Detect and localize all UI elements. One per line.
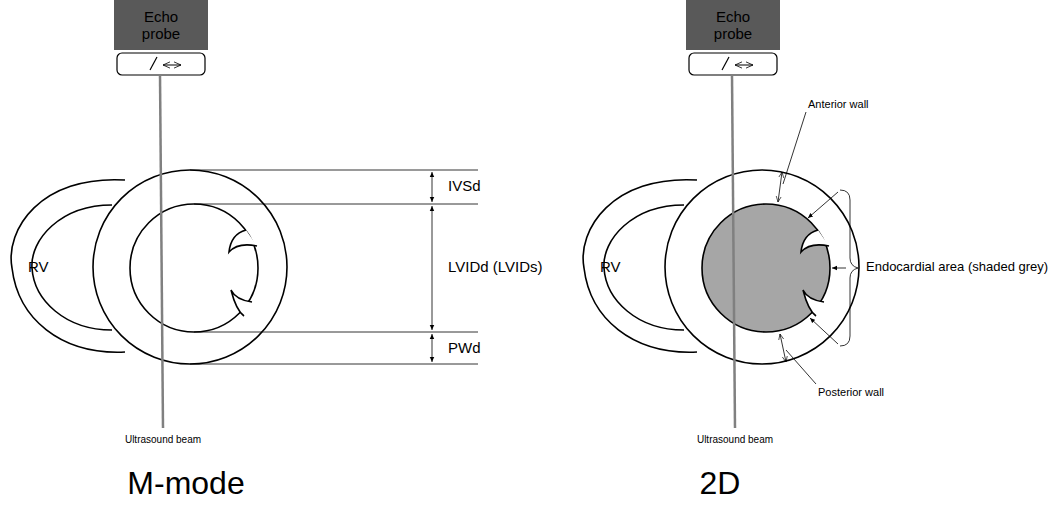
panel-title: 2D bbox=[700, 466, 741, 501]
beam-label: Ultrasound beam bbox=[697, 434, 773, 445]
dimension-label: IVSd bbox=[448, 178, 481, 195]
panel-title: M-mode bbox=[127, 466, 244, 501]
probe-label: Echo probe bbox=[686, 8, 780, 43]
mmode-heart bbox=[11, 53, 478, 428]
dimension-label: LVIDd (LVIDs) bbox=[448, 259, 542, 276]
beam-label: Ultrasound beam bbox=[125, 434, 201, 445]
probe-box: Echo probe bbox=[114, 0, 208, 50]
chamber-label: RV bbox=[600, 259, 621, 276]
probe-box: Echo probe bbox=[686, 0, 780, 50]
chamber-label: RV bbox=[28, 259, 49, 276]
wall-label: Anterior wall bbox=[808, 98, 869, 110]
dimension-label: PWd bbox=[448, 340, 481, 357]
probe-label: Echo probe bbox=[114, 8, 208, 43]
area-label: Endocardial area (shaded grey) bbox=[866, 260, 1048, 274]
wall-label: Posterior wall bbox=[818, 386, 884, 398]
